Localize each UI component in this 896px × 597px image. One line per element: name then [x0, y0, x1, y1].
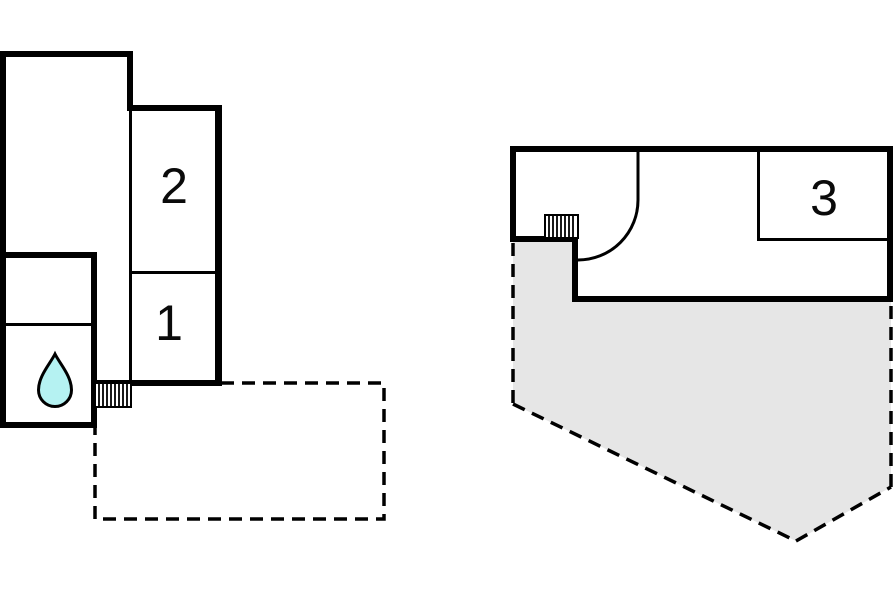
terrace-dashed-border-right [511, 243, 893, 543]
interior-walls-left [0, 111, 217, 383]
room-2-label: 2 [160, 158, 188, 214]
terrace-area-left [93, 381, 386, 521]
terrace-area-right [513, 240, 891, 541]
wall [127, 51, 133, 111]
stairs-outline [94, 382, 132, 408]
wall [215, 105, 222, 386]
wall [757, 152, 760, 241]
wall [92, 380, 222, 386]
stairs-icon [94, 382, 132, 408]
wall [572, 236, 578, 302]
wall [91, 252, 97, 428]
wall [510, 146, 893, 152]
wall [129, 111, 132, 383]
wall [131, 271, 217, 274]
wall [510, 146, 516, 242]
wall [572, 296, 893, 302]
stairs-steps [98, 384, 128, 406]
wall [127, 105, 221, 111]
wall [0, 252, 97, 258]
stairs-steps [548, 216, 574, 237]
right-unit-plan: 3 [510, 146, 893, 543]
wall [0, 422, 97, 428]
wall [887, 146, 893, 302]
outer-walls-left [0, 51, 222, 428]
wall [0, 51, 133, 57]
dashed-edge [795, 485, 892, 543]
interior-walls-right [757, 152, 890, 241]
left-unit-plan: 2 1 [0, 51, 386, 521]
dashed-edge [512, 402, 797, 543]
room-3-label: 3 [810, 170, 838, 226]
curved-wall [577, 152, 640, 262]
wall [0, 51, 6, 428]
water-drop-icon [36, 350, 74, 408]
stairs-icon [544, 214, 579, 239]
room-1-label: 1 [155, 295, 183, 351]
wall [0, 323, 95, 326]
wall [757, 238, 890, 241]
building-outline-right [510, 146, 893, 302]
building-outline-left [0, 51, 221, 428]
